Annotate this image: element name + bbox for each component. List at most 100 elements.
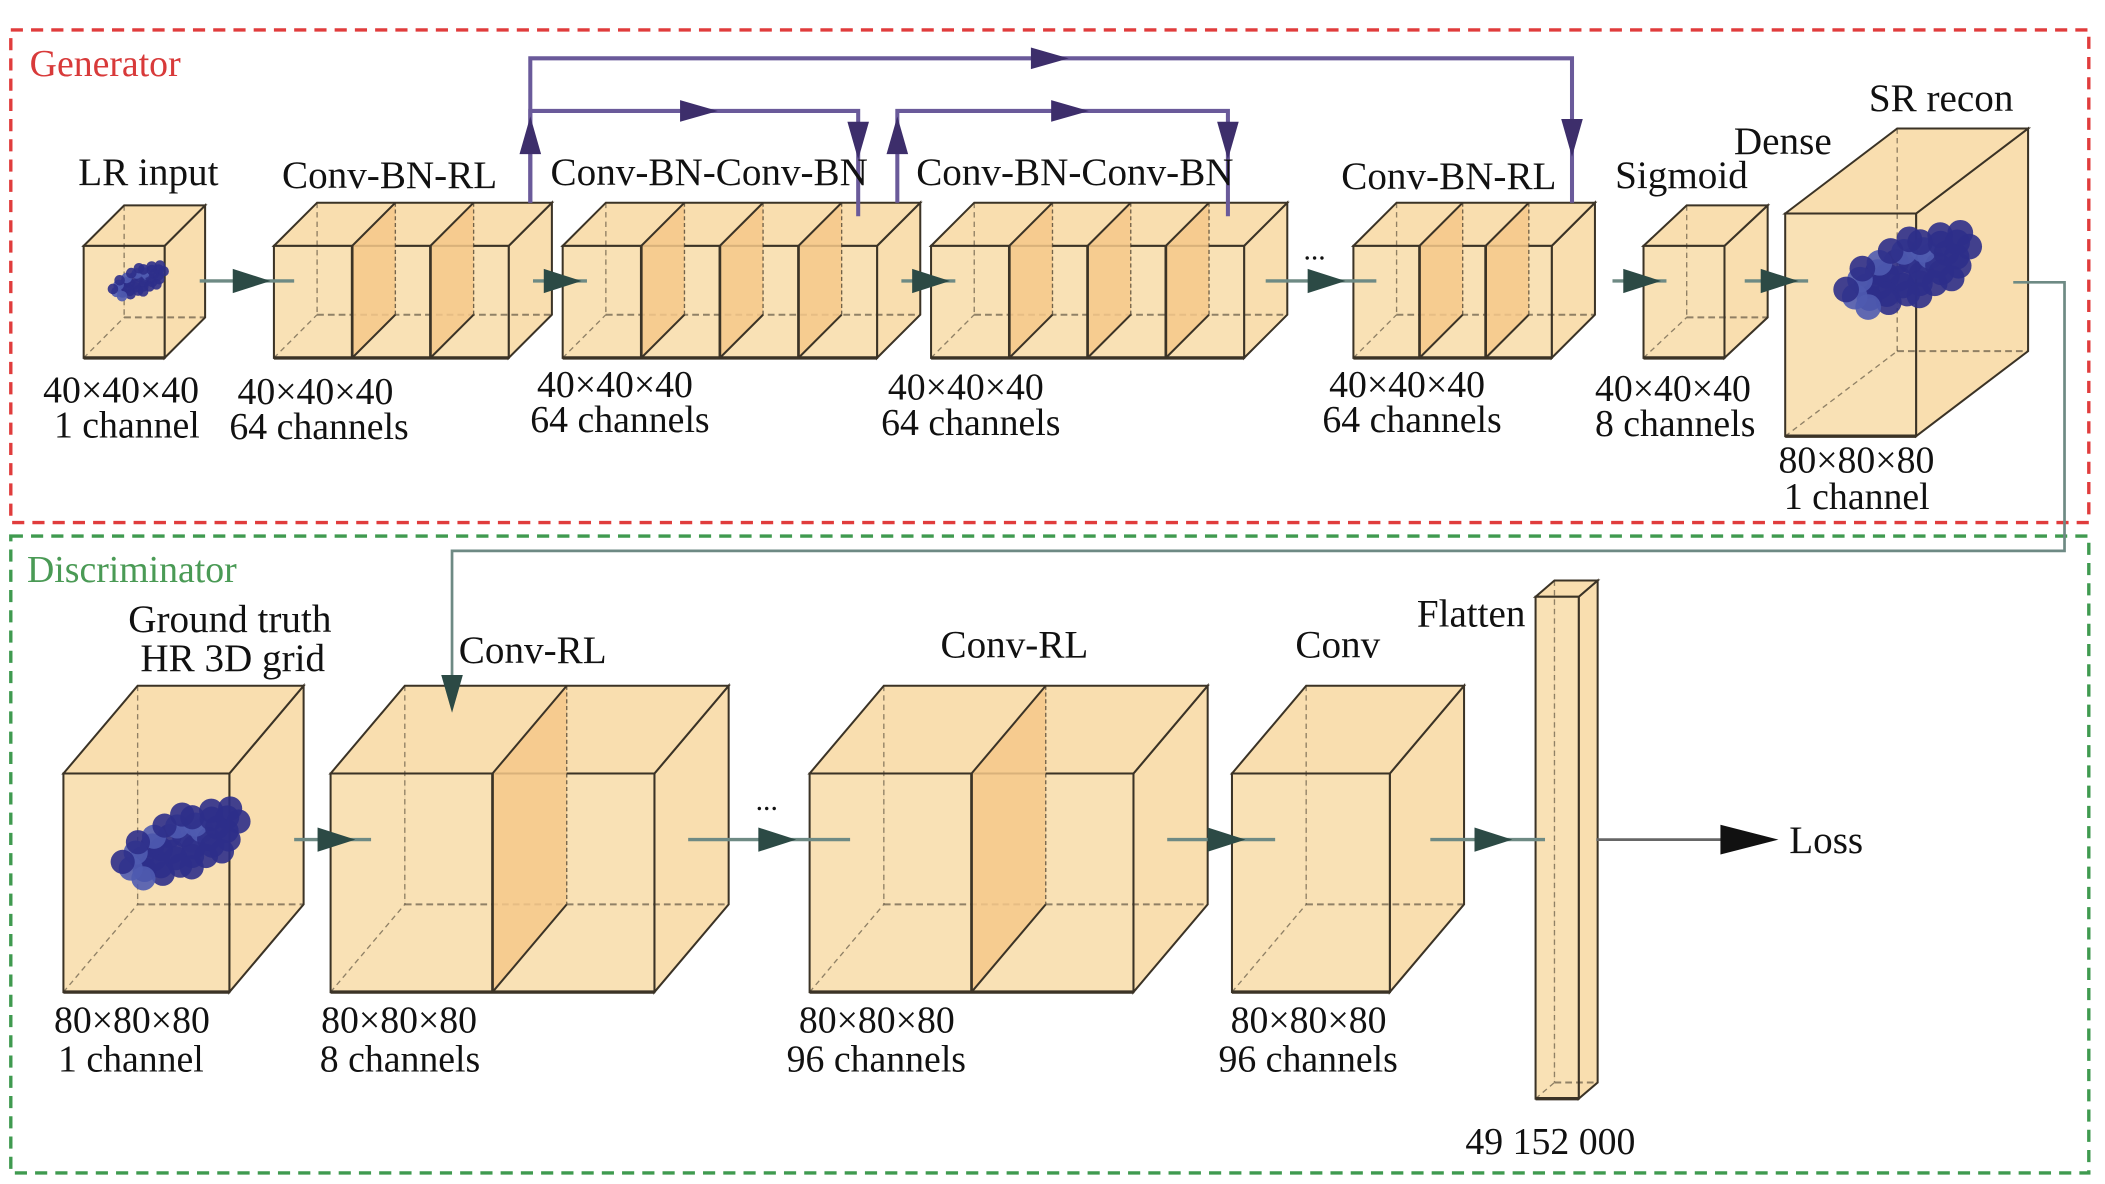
slab-edge	[1165, 201, 1210, 247]
slab-edge	[970, 903, 1047, 993]
hidden-edge	[330, 903, 406, 993]
point-cloud-dot	[1855, 294, 1882, 320]
gen-layer-channels: 1 channel	[54, 404, 200, 446]
skip-arrow-head-right	[1030, 47, 1069, 70]
gen-layer-title: LR input	[78, 151, 218, 194]
hidden-edge	[1643, 316, 1688, 359]
slab-edge	[970, 685, 1047, 775]
loss-label: Loss	[1789, 819, 1863, 862]
slab-edge	[491, 685, 568, 775]
slab-face	[352, 202, 396, 358]
flow-arrow-head	[1307, 268, 1346, 294]
slab-face	[1009, 202, 1053, 358]
gen-layer-title: Conv-BN-RL	[282, 154, 497, 197]
point-cloud-dot	[1938, 265, 1965, 292]
generator-border	[9, 28, 2091, 525]
slab-face	[1485, 202, 1529, 358]
slab-edge	[640, 201, 686, 247]
gen-ellipsis: ...	[1303, 234, 1325, 266]
flow-arrow-head	[232, 268, 271, 294]
slab-face	[798, 202, 842, 358]
disc-layer-channels: 96 channels	[787, 1039, 966, 1081]
gen-layer-channels: 64 channels	[1322, 399, 1501, 441]
slab-edge	[1165, 313, 1210, 359]
slab-edge	[1008, 201, 1054, 247]
slab-edge	[1418, 201, 1464, 247]
skip-arrow-head-up	[519, 116, 542, 155]
point-cloud-dot	[107, 283, 119, 295]
gen-layer-dims: 40×40×40	[43, 369, 199, 411]
hidden-edge	[1784, 350, 1898, 437]
point-cloud-dot	[1927, 222, 1954, 248]
point-cloud-dot	[110, 849, 135, 874]
generator-title: Generator	[30, 43, 181, 85]
cube-conv-bn-rl-2	[1350, 200, 1598, 361]
flow-arrow-head	[543, 268, 582, 294]
cube-disc-conv-rl-1	[328, 683, 731, 995]
point-cloud-dot	[1896, 226, 1923, 253]
disc-layer-title: Conv-RL	[941, 623, 1089, 666]
point-cloud-dot	[125, 288, 136, 300]
gen-layer-channels: 64 channels	[881, 402, 1060, 444]
disc-layer-title: Ground truth	[128, 598, 332, 641]
point-cloud-dot	[150, 861, 175, 886]
skip-arrow-head-right	[1051, 100, 1089, 122]
slab-edge	[797, 201, 843, 247]
cube-top-face	[1350, 201, 1598, 247]
point-cloud-dot	[146, 261, 157, 272]
cube-front-face	[1642, 244, 1726, 359]
skip-arrow-head-down	[1561, 119, 1583, 157]
gen-layer-dims: 40×40×40	[888, 367, 1044, 409]
cube-disc-conv-rl-2	[807, 683, 1210, 995]
point-cloud-dot	[209, 839, 235, 864]
disc-layer-channels: 8 channels	[320, 1039, 480, 1081]
point-cloud-dot	[179, 855, 204, 880]
cube-conv-bn-conv-bn-2	[928, 200, 1290, 361]
cube-front-face	[1534, 595, 1580, 1100]
point-cloud-dot	[199, 798, 224, 823]
hidden-edge	[1535, 1081, 1555, 1100]
point-cloud-dot	[131, 866, 156, 891]
flow-arrow-head	[317, 827, 356, 852]
cube-front-face	[1230, 772, 1391, 994]
cube-conv-bn-rl-1	[271, 200, 555, 361]
point-cloud-dot	[125, 267, 137, 279]
disc-layer-title: Conv	[1295, 623, 1380, 666]
point-cloud-dot	[114, 275, 125, 286]
point-cloud-dot	[170, 802, 195, 827]
disc-layer-dims: 80×80×80	[54, 1000, 210, 1042]
slab-face	[492, 685, 567, 993]
slab-edge	[429, 201, 475, 247]
slab-edge	[640, 313, 686, 359]
point-cloud-dot	[1849, 255, 1876, 282]
slab-edge	[429, 313, 475, 359]
slab-edge	[719, 313, 764, 359]
slab-edge	[719, 201, 764, 247]
generator-to-discriminator-connector	[450, 280, 2066, 702]
point-cloud-dot	[218, 796, 243, 821]
discriminator-title: Discriminator	[27, 549, 237, 591]
gen-layer-channels: 8 channels	[1595, 403, 1755, 445]
gen-layer-title: Conv-BN-RL	[1341, 155, 1556, 198]
disc-layer-title: HR 3D grid	[140, 637, 325, 680]
gen-layer-channels: 1 channel	[1784, 476, 1930, 518]
point-cloud-dot	[116, 290, 128, 302]
slab-edge	[351, 201, 397, 247]
hidden-edge	[930, 314, 975, 359]
hidden-edge	[62, 903, 139, 993]
flow-arrow-head	[758, 827, 797, 852]
slab-edge	[1484, 313, 1530, 359]
slab-face	[1419, 202, 1463, 358]
hidden-edge	[273, 314, 318, 359]
gen-layer-title: Conv-BN-Conv-BN	[916, 151, 1233, 194]
slab-edge	[1086, 313, 1132, 359]
point-cloud-dot	[1833, 276, 1860, 303]
cube-sr-recon	[1782, 126, 2032, 439]
skip-arrow-head-right	[680, 100, 718, 122]
point-cloud-dot	[133, 262, 145, 274]
hidden-edge	[1352, 314, 1398, 359]
gen-layer-channels: 64 channels	[229, 406, 408, 448]
cube-flatten	[1532, 578, 1601, 1101]
slab-face	[1165, 202, 1210, 358]
gen-layer-title: Conv-BN-Conv-BN	[551, 151, 868, 194]
